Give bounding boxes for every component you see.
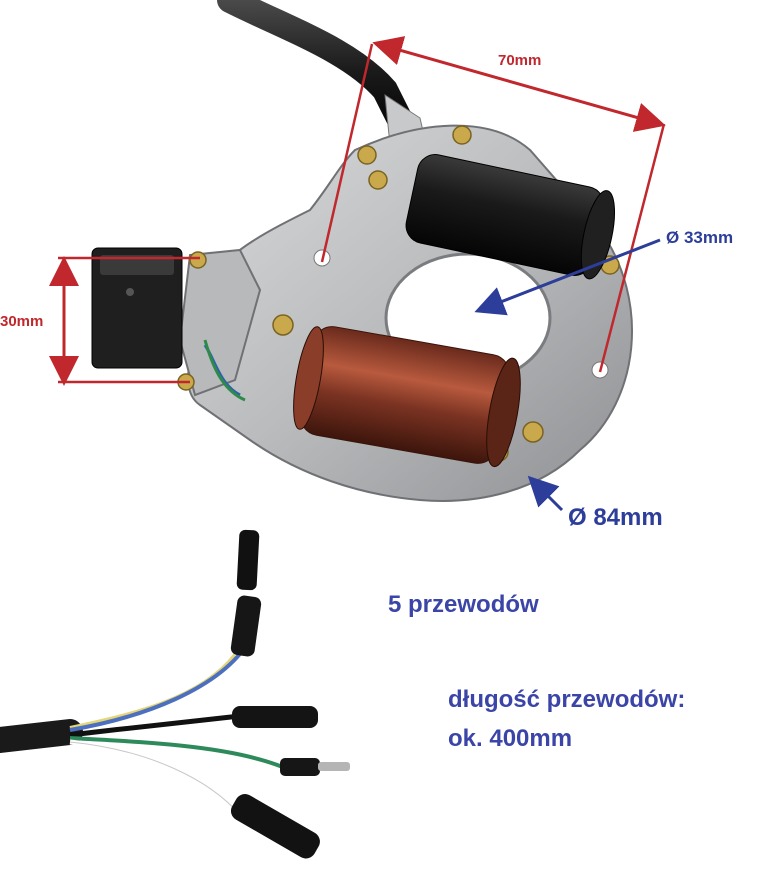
coil-copper [293,326,521,468]
coil-black [405,154,616,280]
dimension-label-connector: 30mm [0,313,44,330]
dimension-line-width [320,36,666,373]
wire-harness [0,529,350,859]
arrow-inner-diameter [474,238,661,316]
dimension-line-connector [49,256,200,386]
dimension-label-inner-diameter: Ø 33mm [666,228,734,247]
wire-length-label: długość przewodów: [448,686,686,713]
arrow-outer-diameter [527,475,564,512]
pickup-connector [91,247,246,402]
dimension-label-width: 70mm [498,52,542,69]
dimension-label-outer-diameter: Ø 84mm [568,504,663,531]
harness-cable [217,0,426,153]
wire-length-value: ok. 400mm [448,725,573,752]
wire-count-caption: 5 przewodów [388,591,539,618]
